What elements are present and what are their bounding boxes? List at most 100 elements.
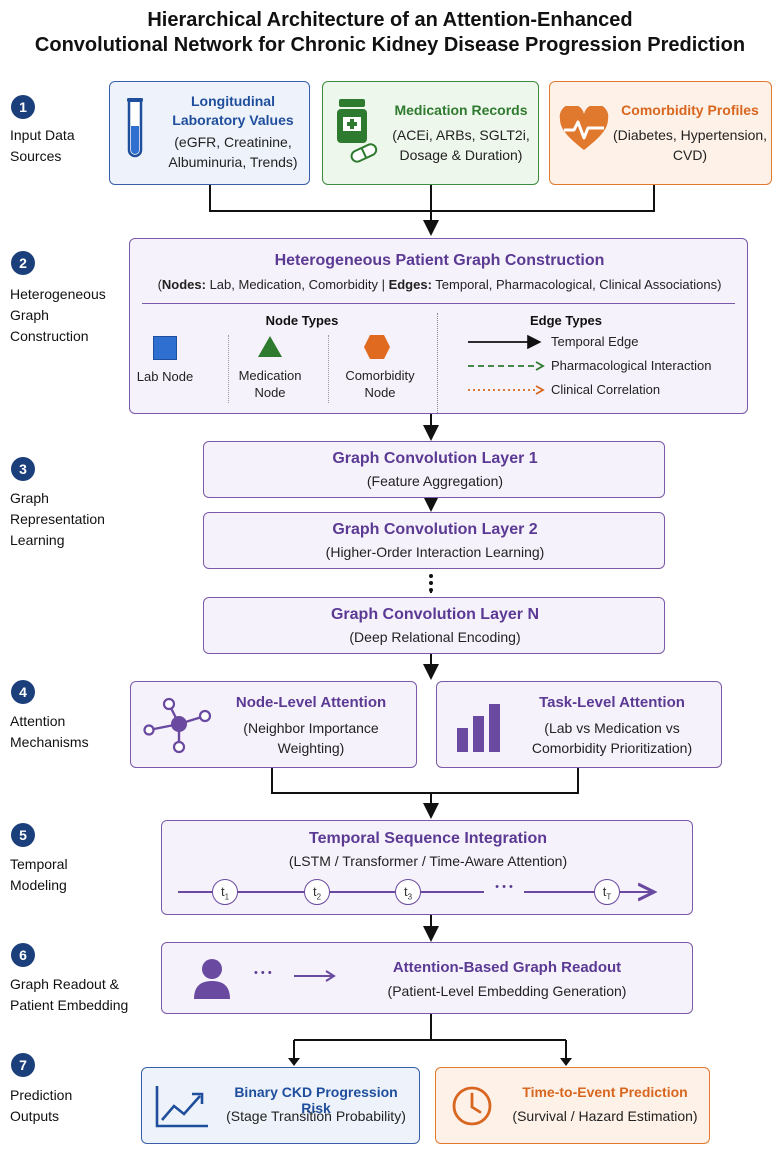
node-divider — [328, 335, 330, 403]
readout-arrow-icon — [294, 970, 336, 982]
conv-dot — [429, 588, 433, 592]
step-label-4: Attention Mechanisms — [10, 711, 89, 753]
task-attention-detail: Comorbidity Prioritization) — [531, 740, 693, 756]
step-label-line: Graph Readout & — [10, 976, 119, 992]
timestep-subscript: 3 — [407, 892, 413, 902]
step-label-5: Temporal Modeling — [10, 854, 68, 896]
temporal-title: Temporal Sequence Integration — [309, 830, 547, 847]
edges-key: Edges: — [388, 277, 432, 292]
edge-temporal-label: Temporal Edge — [551, 334, 639, 349]
timestep-T: tT — [594, 879, 620, 905]
nodes-key: Nodes: — [161, 277, 206, 292]
test-tube-icon — [127, 98, 143, 158]
edge-legend-lines — [468, 335, 545, 395]
readout-title: Attention-Based Graph Readout — [392, 959, 622, 976]
conv-layer-1-box: Graph Convolution Layer 1 (Feature Aggre… — [203, 441, 665, 498]
person-icon — [194, 959, 230, 999]
timestep-label: t — [220, 884, 225, 899]
time-to-event-title: Time-to-Event Prediction — [522, 1084, 688, 1100]
step-label-line: Mechanisms — [10, 734, 89, 750]
separator: | — [377, 277, 389, 292]
conv-layer-n-box: Graph Convolution Layer N (Deep Relation… — [203, 597, 665, 654]
binary-risk-box: Binary CKD Progression Risk (Stage Trans… — [141, 1067, 420, 1144]
task-attention-box: Task-Level Attention (Lab vs Medication … — [436, 681, 722, 768]
timestep-label: t — [602, 884, 607, 899]
conv-layer-sub: (Deep Relational Encoding) — [349, 629, 521, 645]
step-label-line: Modeling — [10, 877, 67, 893]
edge-pharm-label: Pharmacological Interaction — [551, 358, 712, 373]
readout-box: • • • Attention-Based Graph Readout (Pat… — [161, 942, 693, 1014]
step-label-line: Input Data — [10, 127, 75, 143]
pill-bottle-icon — [337, 99, 378, 163]
step-label-2: Heterogeneous Graph Construction — [10, 284, 106, 347]
edge-types-title: Edge Types — [530, 313, 603, 328]
node-divider — [228, 335, 230, 403]
timestep-label: t — [403, 884, 408, 899]
node-attention-title: Node-Level Attention — [235, 694, 387, 711]
conv-layer-title: Graph Convolution Layer 2 — [332, 521, 538, 538]
attention-merge-line — [271, 768, 579, 815]
lab-node-square-icon — [153, 336, 177, 360]
com-node-label: Comorbidity — [345, 368, 415, 383]
conv-layer-title: Graph Convolution Layer N — [330, 606, 539, 623]
network-node-icon — [143, 697, 212, 754]
conv-layer-sub: (Feature Aggregation) — [366, 473, 504, 489]
heart-pulse-icon — [559, 106, 609, 150]
step-label-line: Learning — [10, 532, 65, 548]
readout-dots: • • • — [254, 967, 272, 979]
conv-layer-2-box: Graph Convolution Layer 2 (Higher-Order … — [203, 512, 665, 569]
step-label-line: Graph — [10, 307, 49, 323]
step-label-line: Patient Embedding — [10, 997, 129, 1013]
med-title: Medication Records — [394, 102, 528, 118]
step-number-4: 4 — [11, 680, 35, 704]
step-number-1: 1 — [11, 95, 35, 119]
output-arrowheads — [288, 1058, 572, 1066]
task-attention-title: Task-Level Attention — [539, 694, 685, 711]
divider — [142, 303, 735, 305]
step-label-3: Graph Representation Learning — [10, 488, 105, 551]
com-title: Comorbidity Profiles — [621, 102, 759, 118]
step-label-7: Prediction Outputs — [10, 1085, 72, 1127]
diagram-title: Hierarchical Architecture of an Attentio… — [0, 8, 780, 58]
temporal-box: Temporal Sequence Integration (LSTM / Tr… — [161, 820, 693, 915]
node-attention-box: Node-Level Attention (Neighbor Importanc… — [130, 681, 417, 768]
time-to-event-box: Time-to-Event Prediction (Survival / Haz… — [435, 1067, 710, 1144]
bar-chart-icon — [457, 704, 500, 752]
conv-layer-title: Graph Convolution Layer 1 — [332, 450, 538, 467]
temporal-sub: (LSTM / Transformer / Time-Aware Attenti… — [288, 853, 568, 869]
graph-construction-box: Heterogeneous Patient Graph Construction… — [129, 238, 748, 414]
com-detail-line: CVD) — [672, 147, 708, 163]
conv-dot — [429, 581, 433, 585]
comorbidity-profiles-box: Comorbidity Profiles (Diabetes, Hyperten… — [549, 81, 772, 185]
step-label-line: Outputs — [10, 1108, 60, 1124]
step-label-line: Construction — [10, 328, 89, 344]
med-node-label: Medication — [238, 368, 302, 383]
clock-icon — [452, 1086, 492, 1126]
edges-value: Temporal, Pharmacological, Clinical Asso… — [431, 277, 718, 292]
time-to-event-sub: (Survival / Hazard Estimation) — [512, 1108, 698, 1124]
conv-dot — [429, 574, 433, 578]
graph-nodes-edges-line: (Nodes: Lab, Medication, Comorbidity | E… — [157, 277, 722, 292]
lab-detail-line: Albuminuria, Trends) — [168, 154, 298, 170]
step-label-line: Heterogeneous — [10, 286, 106, 302]
node-types-title: Node Types — [265, 313, 339, 328]
step-number-2: 2 — [11, 251, 35, 275]
graph-title: Heterogeneous Patient Graph Construction — [274, 252, 605, 269]
lab-title-line: Laboratory Values — [172, 112, 294, 128]
medication-records-box: Medication Records (ACEi, ARBs, SGLT2i, … — [322, 81, 539, 185]
timestep-subscript: T — [606, 892, 612, 902]
com-detail-line: (Diabetes, Hypertension, — [612, 127, 768, 143]
medication-node-triangle-icon — [258, 336, 282, 357]
node-attention-detail: Weighting) — [277, 740, 345, 756]
binary-risk-sub: (Stage Transition Probability) — [226, 1108, 406, 1124]
nodes-value: Lab, Medication, Comorbidity — [205, 277, 378, 292]
title-line-1: Hierarchical Architecture of an Attentio… — [147, 9, 633, 31]
edge-clinical-label: Clinical Correlation — [551, 382, 661, 397]
timestep-2: t2 — [304, 879, 330, 905]
step-label-line: Representation — [10, 511, 105, 527]
output-split-line — [293, 1014, 567, 1062]
com-node-label: Node — [364, 385, 396, 400]
timeline-ellipsis: • • • — [495, 881, 513, 893]
lab-node-label: Lab Node — [136, 369, 194, 384]
